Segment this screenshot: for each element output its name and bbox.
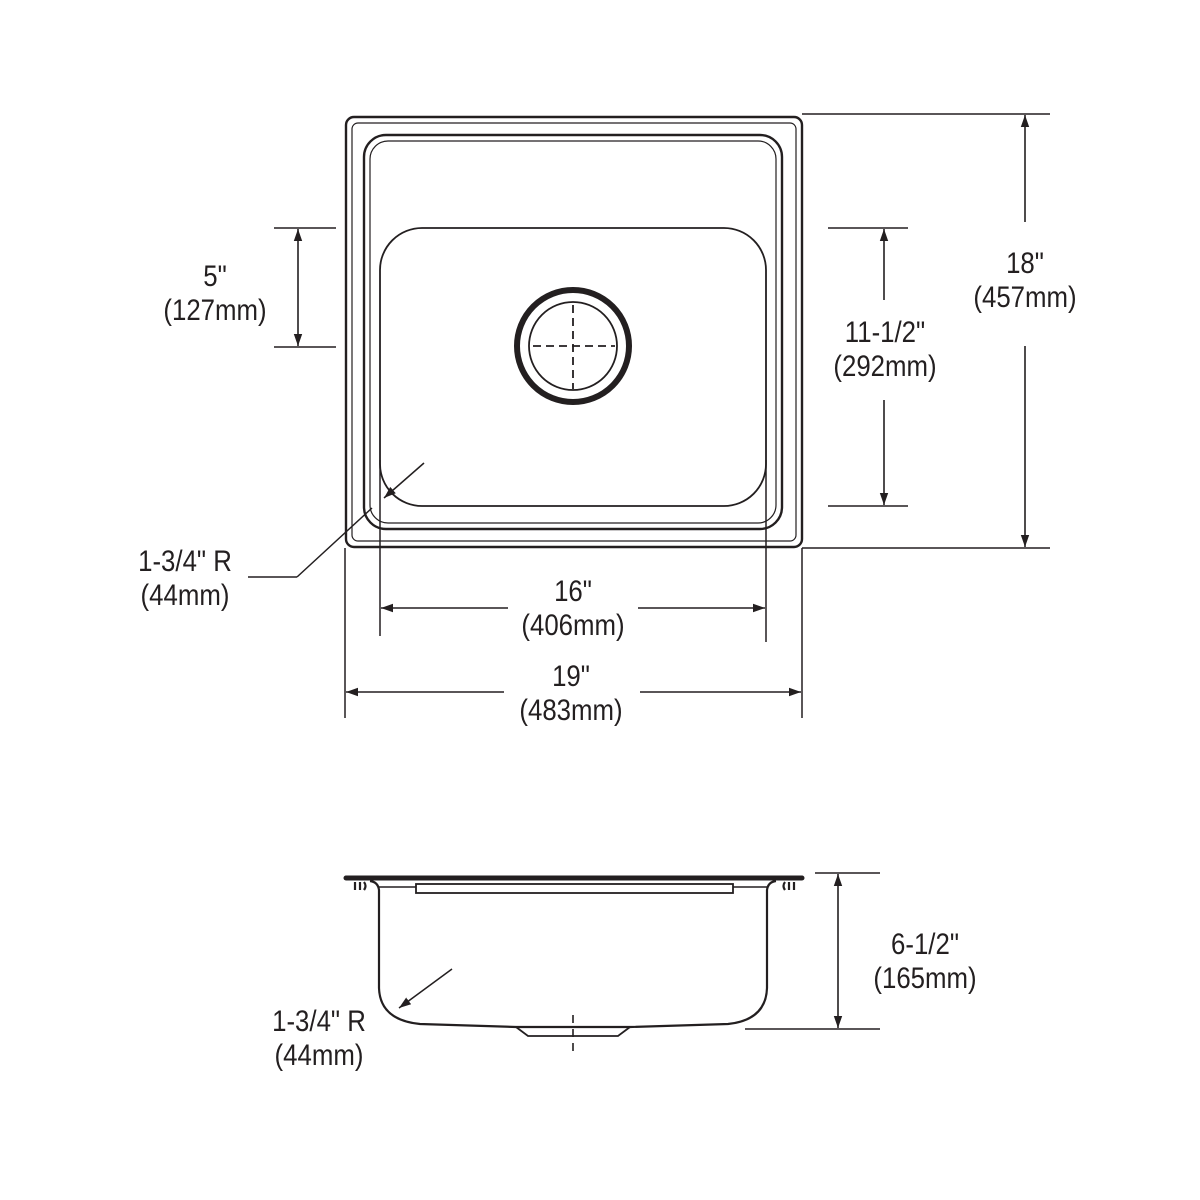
rim-channel [415,883,734,894]
bowl-bottom-outline [379,227,767,507]
label-18in: 18" (457mm) [961,247,1090,315]
label-corner-radius: 1-3/4" R (44mm) [121,545,250,613]
label-11-5in-metric: (292mm) [833,350,937,383]
top-view [248,113,1050,718]
bowl-profile [369,879,777,1029]
label-19in-imperial: 19" [552,660,590,693]
label-5in-imperial: 5" [203,260,227,293]
label-11-5in: 11-1/2" (292mm) [821,316,950,384]
mounting-clip-left [353,881,367,891]
label-19in-metric: (483mm) [519,694,623,727]
label-6-5in-metric: (165mm) [873,962,977,995]
dimension-11-5in [828,227,908,507]
drain-icon [514,287,632,405]
sink-outer-rim [344,115,804,549]
dimension-6-5in [745,872,880,1030]
sink-deck-edge-inner [369,140,777,524]
mounting-clip-right [782,881,796,891]
label-corner-radius-imperial: 1-3/4" R [138,545,232,578]
label-bottom-radius-metric: (44mm) [274,1039,364,1072]
label-19in: 19" (483mm) [507,660,636,728]
corner-radius-leader [248,462,425,578]
sink-outer-rim-inner [351,122,797,542]
label-bottom-radius: 1-3/4" R (44mm) [255,1005,384,1073]
sink-deck-edge [362,133,784,531]
dimension-5in [274,227,336,348]
dimension-16in [379,460,767,642]
label-6-5in: 6-1/2" (165mm) [861,928,990,996]
label-bottom-radius-imperial: 1-3/4" R [272,1005,366,1038]
label-11-5in-imperial: 11-1/2" [844,316,926,349]
label-18in-imperial: 18" [1006,247,1044,280]
dimension-18in [802,113,1050,549]
label-16in-imperial: 16" [554,575,592,608]
label-6-5in-imperial: 6-1/2" [891,928,959,961]
label-5in-metric: (127mm) [163,294,267,327]
dimension-19in [344,548,803,718]
label-18in-metric: (457mm) [973,281,1077,314]
label-corner-radius-metric: (44mm) [140,579,230,612]
label-5in: 5" (127mm) [151,260,280,328]
bottom-radius-leader [398,968,453,1009]
side-view [343,872,880,1053]
label-16in: 16" (406mm) [509,575,638,643]
label-16in-metric: (406mm) [521,609,625,642]
